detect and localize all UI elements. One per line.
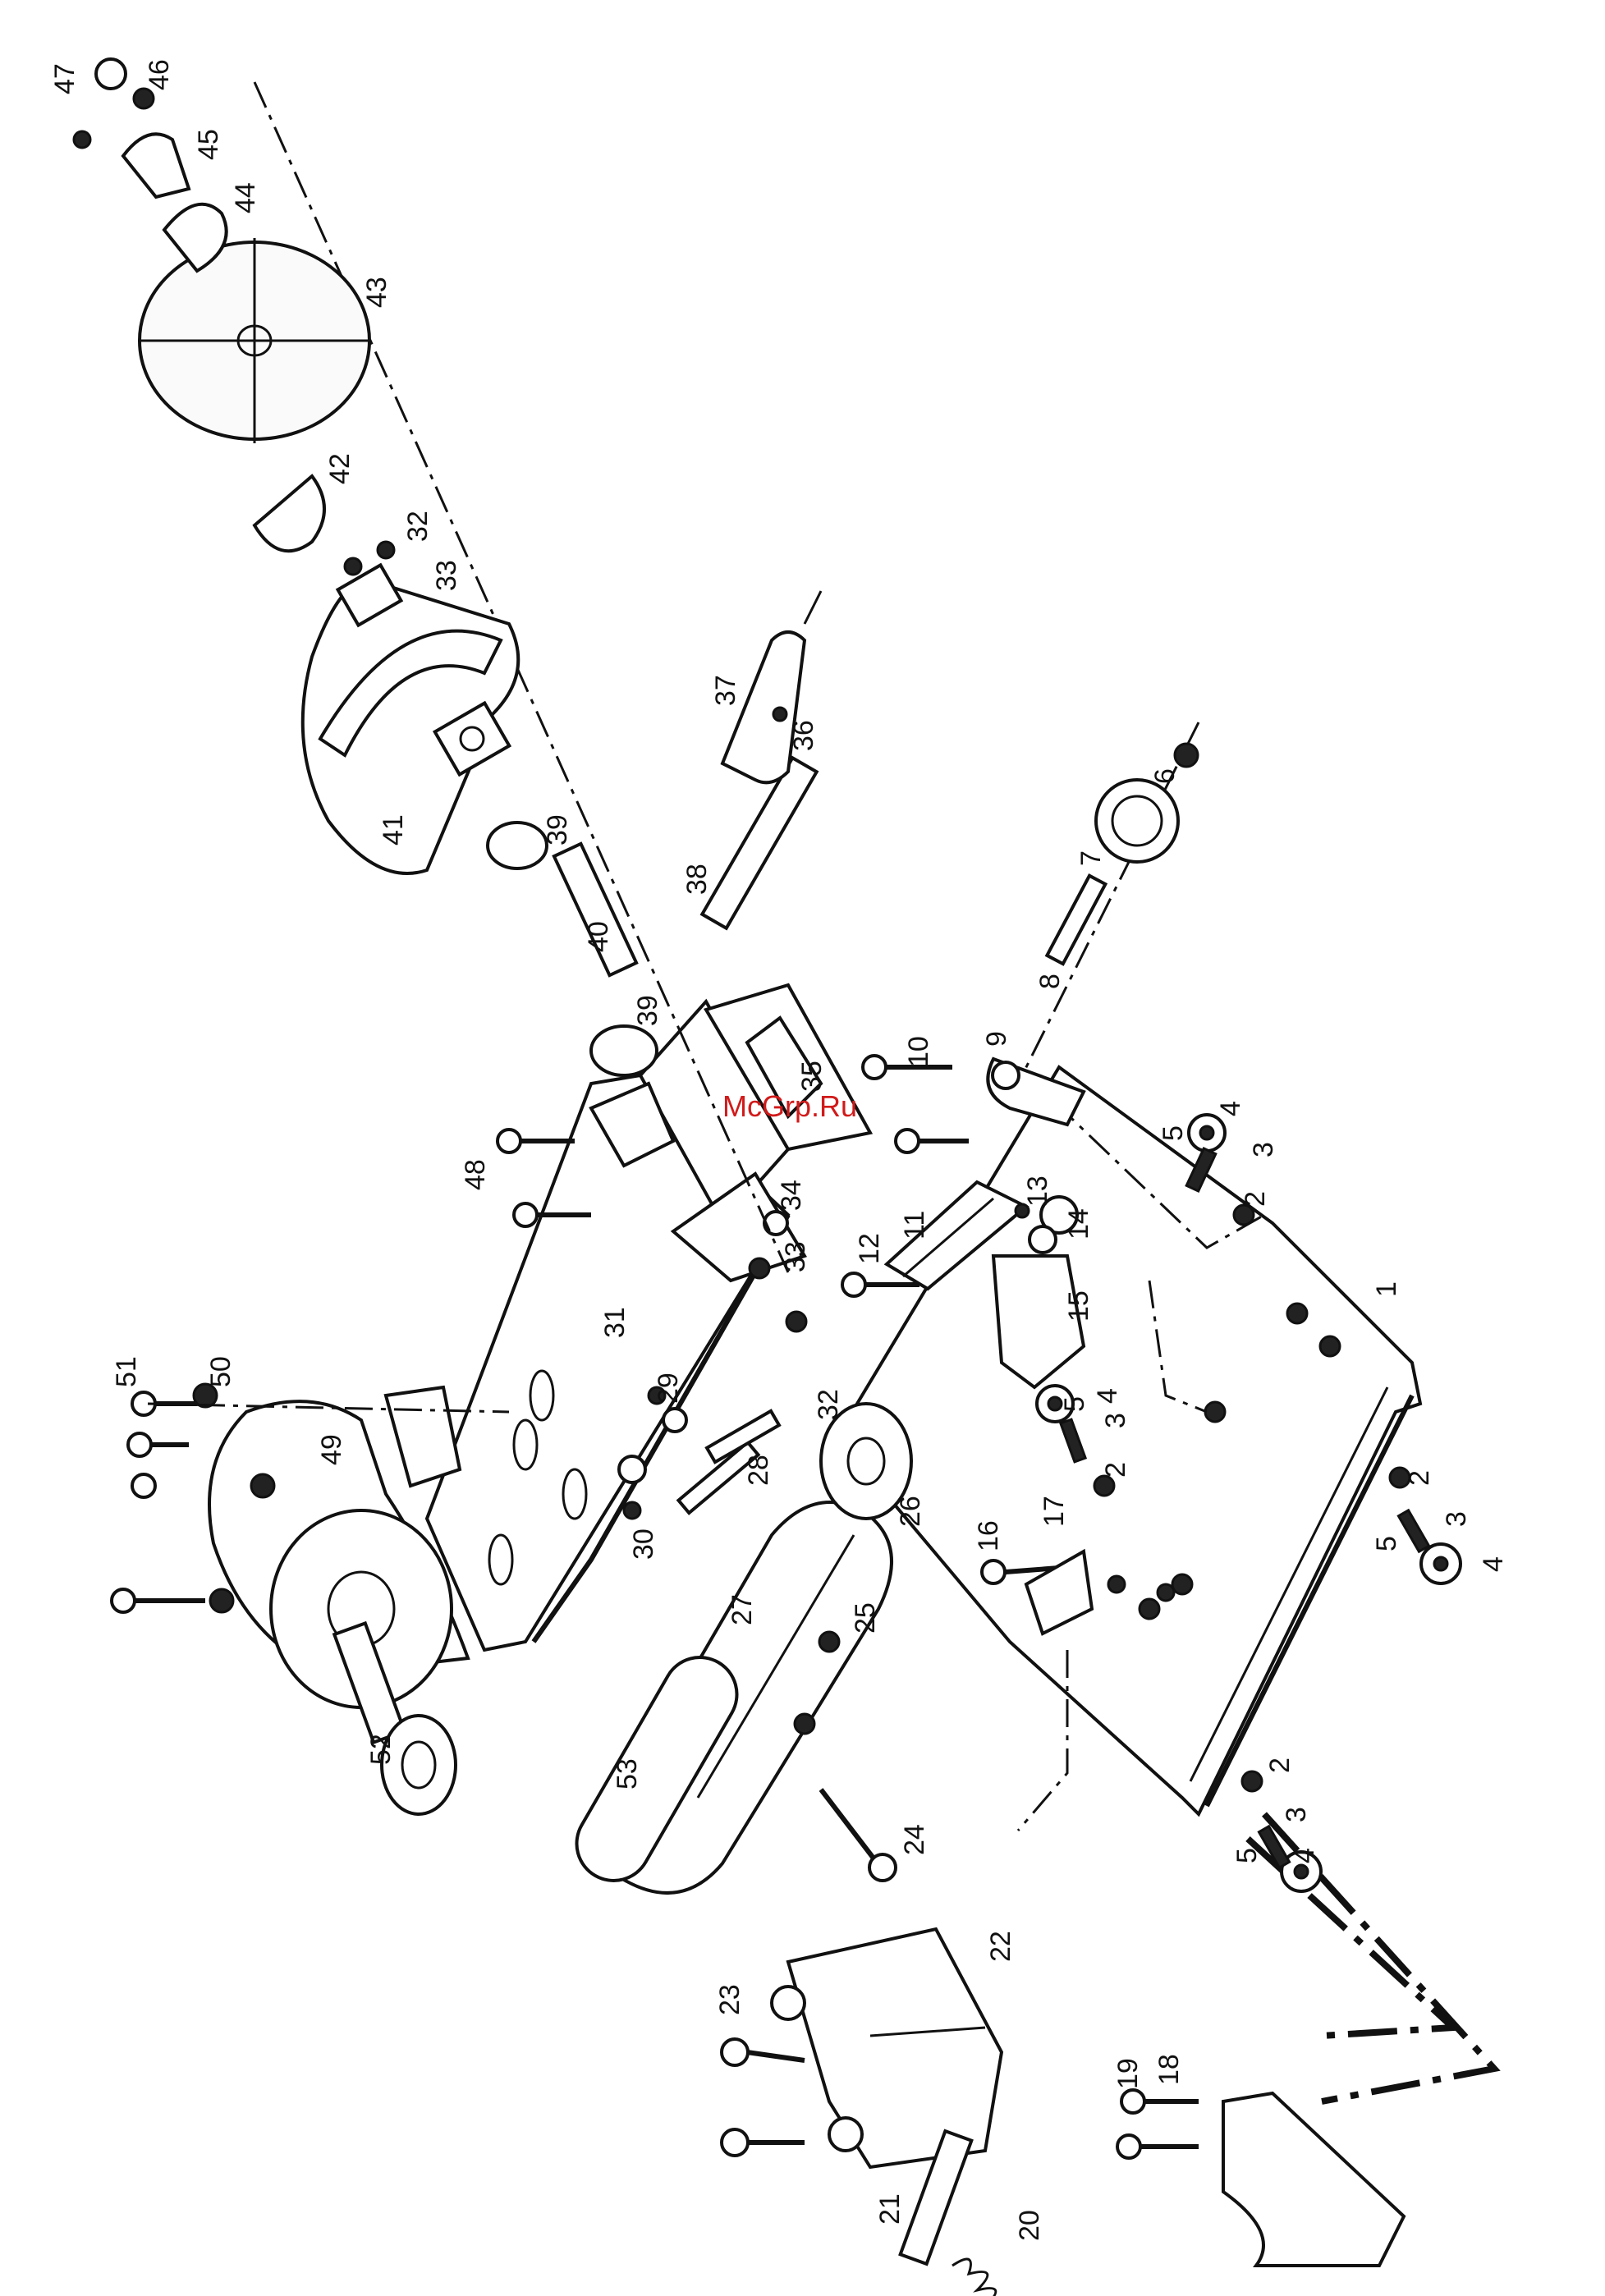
- label-part-3d: 3: [1281, 1807, 1312, 1822]
- label-part-5d: 5: [1231, 1848, 1263, 1863]
- label-part-30: 30: [628, 1528, 659, 1560]
- label-part-7: 7: [1075, 850, 1107, 866]
- label-part-5a: 5: [1158, 1125, 1189, 1141]
- label-part-39b: 39: [632, 995, 663, 1026]
- label-part-4d: 4: [1289, 1848, 1320, 1863]
- label-part-36: 36: [788, 720, 819, 751]
- label-part-32a: 32: [402, 511, 433, 542]
- label-part-26: 26: [895, 1496, 926, 1527]
- label-part-48: 48: [460, 1159, 491, 1190]
- label-part-17: 17: [1039, 1496, 1070, 1527]
- label-part-52: 52: [365, 1734, 397, 1765]
- label-part-28: 28: [743, 1455, 774, 1486]
- label-part-38: 38: [681, 864, 713, 895]
- label-part-50: 50: [205, 1356, 236, 1387]
- label-part-24: 24: [899, 1824, 930, 1855]
- label-part-5b: 5: [1059, 1396, 1090, 1412]
- label-part-41: 41: [378, 814, 409, 846]
- label-part-3b: 3: [1100, 1413, 1131, 1428]
- label-part-34: 34: [776, 1180, 807, 1211]
- label-part-44: 44: [230, 182, 261, 213]
- label-part-27: 27: [727, 1594, 758, 1625]
- label-part-3a: 3: [1248, 1142, 1279, 1157]
- label-part-20: 20: [1014, 2210, 1045, 2241]
- label-part-4c: 4: [1478, 1556, 1509, 1572]
- label-part-35: 35: [796, 1061, 828, 1092]
- label-part-14: 14: [1063, 1208, 1094, 1240]
- label-part-2c: 2: [1404, 1470, 1435, 1486]
- label-part-5c: 5: [1371, 1536, 1402, 1551]
- label-part-49: 49: [316, 1434, 347, 1465]
- label-part-1: 1: [1371, 1281, 1402, 1297]
- label-part-33a: 33: [431, 560, 462, 591]
- label-part-2d: 2: [1264, 1758, 1295, 1773]
- label-part-31: 31: [599, 1307, 631, 1338]
- label-part-10: 10: [903, 1036, 934, 1067]
- label-part-15: 15: [1063, 1290, 1094, 1322]
- label-part-25: 25: [850, 1602, 881, 1634]
- label-part-4a: 4: [1215, 1101, 1246, 1116]
- label-part-11: 11: [899, 1211, 930, 1240]
- label-part-6: 6: [1149, 768, 1181, 784]
- label-part-43: 43: [361, 277, 392, 308]
- motor-guard: [112, 1384, 509, 1814]
- label-part-46: 46: [144, 59, 175, 90]
- label-part-29: 29: [653, 1373, 684, 1404]
- label-part-9: 9: [981, 1031, 1012, 1047]
- label-part-3c: 3: [1441, 1511, 1472, 1527]
- label-part-2a: 2: [1240, 1191, 1271, 1207]
- label-part-12: 12: [854, 1233, 885, 1264]
- base-frame: [837, 1067, 1420, 1814]
- label-part-4b: 4: [1092, 1388, 1123, 1404]
- label-part-22: 22: [985, 1931, 1016, 1962]
- label-part-37: 37: [710, 675, 741, 706]
- label-part-45: 45: [193, 129, 224, 160]
- label-part-47: 47: [49, 63, 80, 94]
- label-part-23: 23: [714, 1984, 745, 2015]
- handle-assembly: [702, 591, 821, 928]
- label-part-40: 40: [583, 921, 614, 952]
- label-part-8: 8: [1034, 974, 1066, 989]
- label-part-51: 51: [111, 1356, 142, 1387]
- adjust-pulley-assembly: [863, 722, 1199, 1153]
- label-part-33b: 33: [780, 1241, 811, 1272]
- label-part-32b: 32: [813, 1389, 844, 1420]
- label-part-42: 42: [324, 453, 355, 484]
- label-part-13: 13: [1022, 1175, 1053, 1207]
- label-part-39a: 39: [542, 814, 573, 846]
- label-part-53: 53: [612, 1758, 643, 1790]
- label-part-18: 18: [1153, 2054, 1185, 2085]
- watermark: McGrp.Ru: [722, 1089, 857, 1123]
- label-part-21: 21: [874, 2193, 906, 2225]
- label-part-2b: 2: [1100, 1462, 1131, 1478]
- lower-bracket: [722, 1929, 1404, 2296]
- label-part-19: 19: [1112, 2058, 1144, 2089]
- label-part-16: 16: [973, 1520, 1004, 1551]
